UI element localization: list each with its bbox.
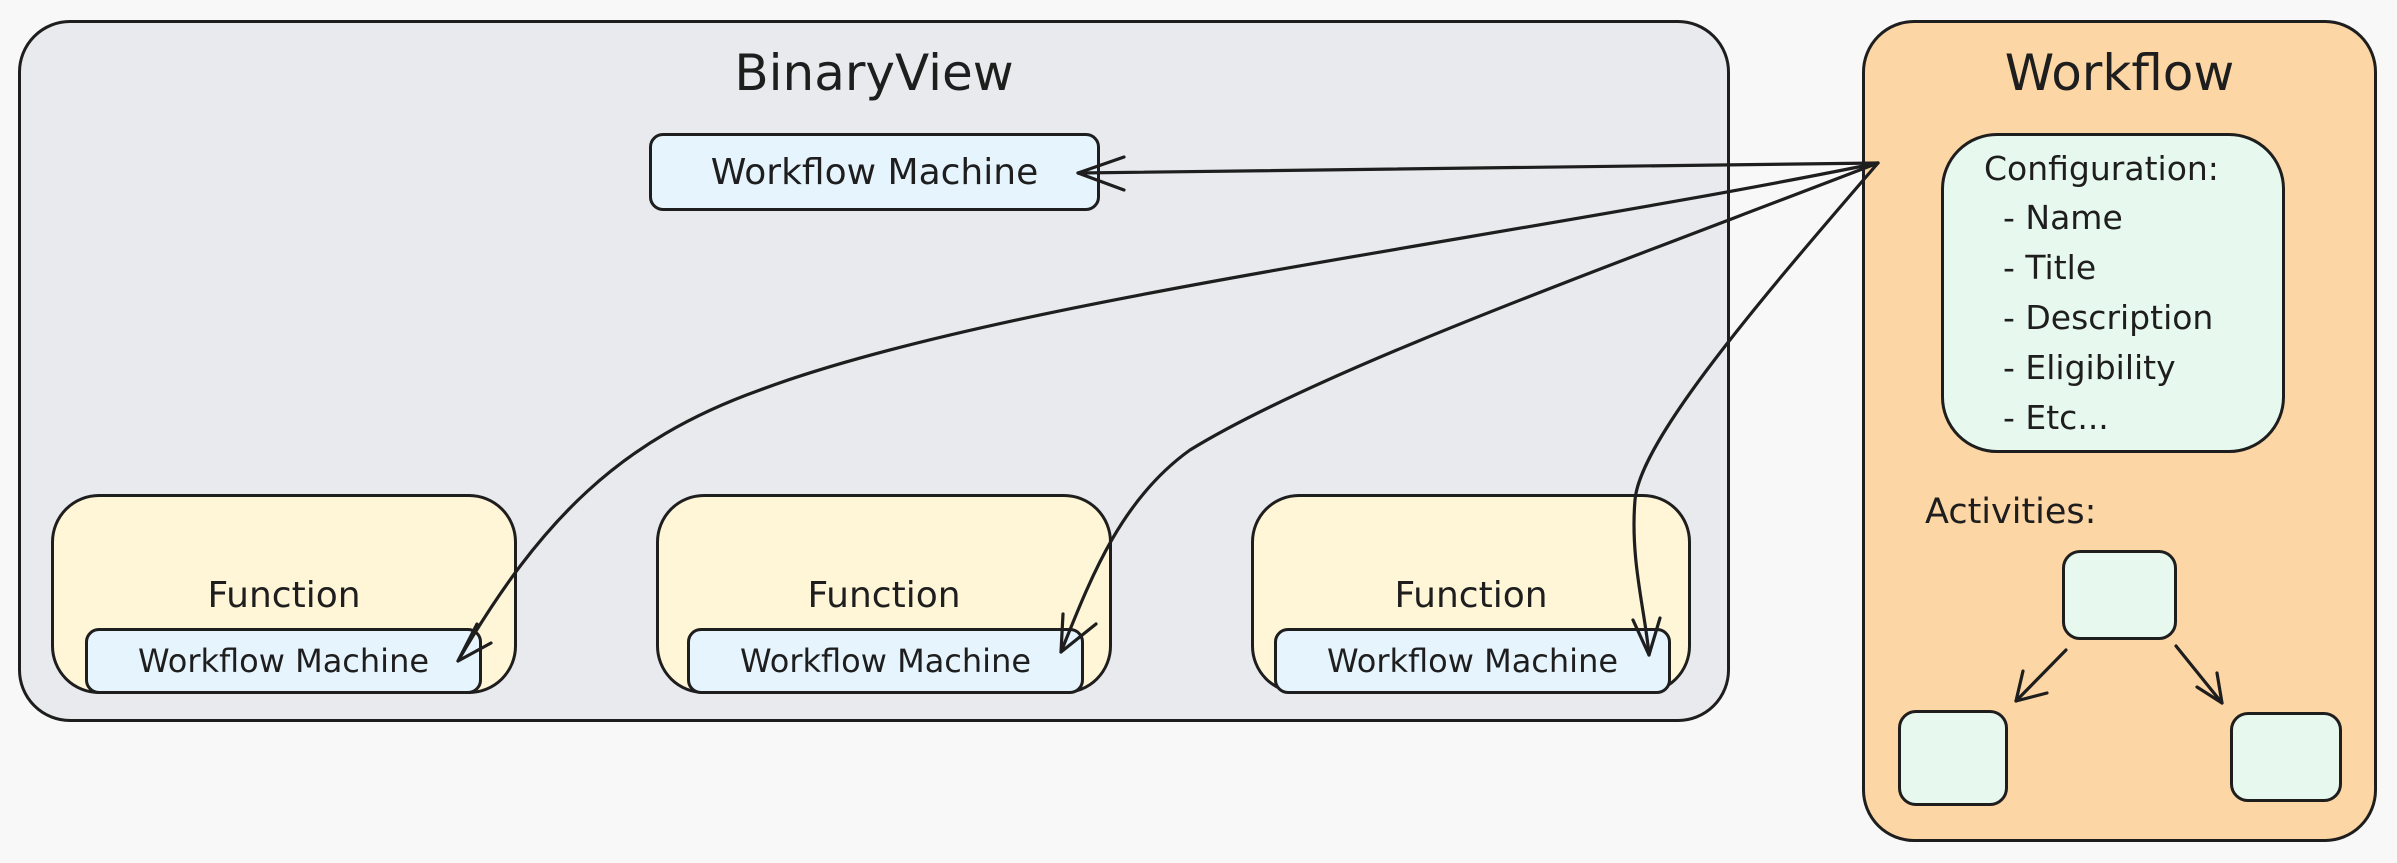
activity-node-left [1898, 710, 2008, 806]
arrow-head [2014, 669, 2049, 703]
configuration-item: - Description [2003, 298, 2214, 337]
arrow-head [1076, 155, 1126, 192]
arrow-head [1059, 612, 1098, 654]
arrow-activity-right [2174, 644, 2224, 705]
binaryview-title: BinaryView [734, 44, 1014, 102]
function-label-3: Function [1394, 575, 1548, 616]
function-workflow-machine-label-3: Workflow Machine [1326, 642, 1619, 680]
configuration-item: - Title [2003, 248, 2097, 287]
workflow-title: Workflow [2004, 44, 2235, 102]
arrow-to-function-machine-2 [1059, 161, 1880, 654]
arrow-to-binaryview-machine [1076, 161, 1880, 175]
activity-node-root [2062, 550, 2177, 640]
arrow-to-function-machine-1 [456, 161, 1880, 663]
function-label-1: Function [207, 575, 361, 616]
activities-label: Activities: [1925, 492, 2097, 532]
binaryview-workflow-machine: Workflow Machine [649, 133, 1100, 211]
arrow-head [1631, 616, 1662, 657]
arrow-to-function-machine-3 [1632, 161, 1880, 657]
configuration-item: - Name [2003, 198, 2123, 237]
function-workflow-machine-label-1: Workflow Machine [137, 642, 430, 680]
arrow-head [456, 622, 493, 663]
configuration-item: - Etc... [2003, 398, 2109, 437]
configuration-heading: Configuration: [1984, 149, 2219, 188]
function-workflow-machine-1: Workflow Machine [85, 628, 482, 694]
arrow-activity-left [2014, 648, 2068, 703]
configuration-box [1941, 133, 2285, 453]
configuration-item: - Eligibility [2003, 348, 2176, 387]
activity-node-right [2230, 712, 2342, 802]
function-workflow-machine-label-2: Workflow Machine [739, 642, 1032, 680]
function-label-2: Function [807, 575, 961, 616]
arrow-head [2195, 671, 2224, 705]
function-workflow-machine-3: Workflow Machine [1274, 628, 1671, 694]
function-workflow-machine-2: Workflow Machine [687, 628, 1084, 694]
binaryview-workflow-machine-label: Workflow Machine [710, 151, 1039, 193]
